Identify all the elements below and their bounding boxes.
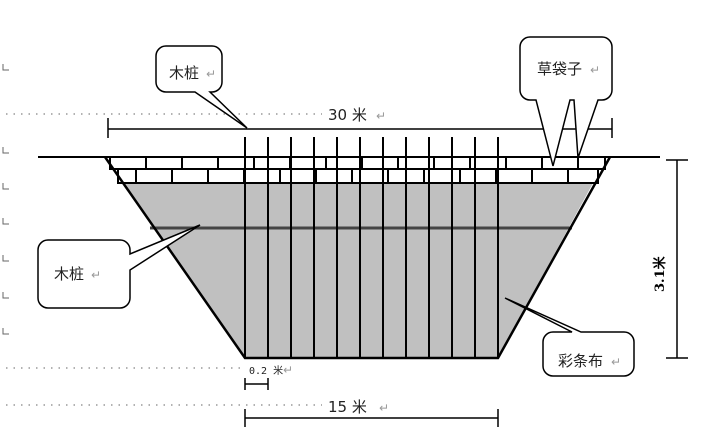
dimension-bottom (244, 409, 499, 427)
sandbag (289, 156, 327, 170)
sandbag (315, 168, 353, 184)
sandbag (505, 156, 543, 170)
callout-sandbags: 草袋子 ↵ (519, 36, 613, 167)
sandbags-label: 草袋子 (537, 60, 582, 78)
pile-left-label: 木桩 (54, 265, 84, 283)
sandbag (135, 168, 173, 184)
sandbag (109, 156, 147, 170)
return-mark: ↵ (206, 67, 216, 81)
return-mark: ↵ (590, 63, 600, 77)
sandbag (577, 156, 606, 170)
return-mark: ↵ (611, 355, 621, 369)
depth-label: 3.1米 (652, 255, 668, 292)
trench-outline (103, 156, 612, 360)
margin-marks (2, 64, 9, 335)
sandbag (243, 168, 281, 184)
dimension-spacing (244, 378, 269, 390)
sandbag (531, 168, 569, 184)
return-mark: ↵ (283, 363, 293, 377)
sandbag (253, 156, 291, 170)
sandbag (279, 168, 317, 184)
return-mark: ↵ (379, 401, 389, 415)
sandbag (171, 168, 209, 184)
sandbag (459, 168, 497, 184)
tarp-fill (123, 183, 593, 358)
piles (244, 137, 499, 358)
sandbag (325, 156, 363, 170)
sandbag (495, 168, 533, 184)
dotted-guides (6, 113, 325, 406)
sandbag (361, 156, 399, 170)
callout-tarp: 彩条布 ↵ (504, 297, 635, 377)
sandbag (145, 156, 183, 170)
callout-pile-left: 木桩 ↵ (37, 224, 201, 309)
return-mark: ↵ (91, 268, 101, 282)
sandbag (541, 156, 579, 170)
sandbag (217, 156, 255, 170)
dimension-depth (666, 159, 688, 359)
dimension-top (107, 118, 613, 138)
sandbag-rows (109, 156, 606, 184)
width-top-label: 30 米 (328, 106, 367, 124)
width-bottom-label: 15 米 (328, 398, 367, 416)
sandbag (207, 168, 245, 184)
return-mark: ↵ (376, 109, 386, 123)
pile-spacing-label: 0.2 米 (249, 364, 283, 377)
pile-top-label: 木桩 (169, 64, 199, 82)
sandbag (567, 168, 599, 184)
tarp-label: 彩条布 (558, 352, 603, 370)
sandbag (181, 156, 219, 170)
callout-pile-top: 木桩 ↵ (155, 45, 248, 129)
